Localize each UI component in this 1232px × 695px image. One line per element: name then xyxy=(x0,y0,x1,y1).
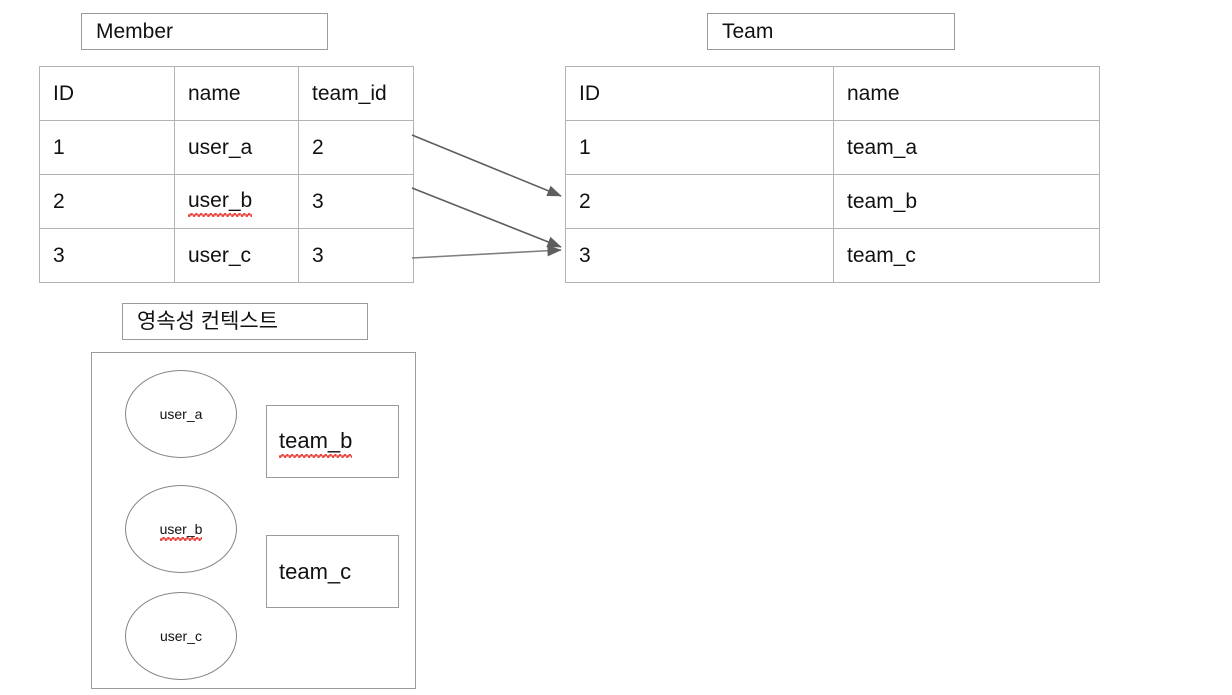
persistence-context-title-label: 영속성 컨텍스트 xyxy=(137,310,279,333)
entity-circle-user-c-label: user_c xyxy=(159,628,203,644)
team-row-3-id: 3 xyxy=(565,228,834,283)
entity-circle-user-b-label: user_b xyxy=(159,520,203,541)
table-row: 2 user_b 3 xyxy=(39,174,414,229)
member-row-1-name: user_a xyxy=(174,120,299,175)
member-row-2-name: user_b xyxy=(174,174,299,229)
member-row-3-id: 3 xyxy=(39,228,175,283)
relation-arrow-2 xyxy=(411,187,562,248)
member-title-label: Member xyxy=(96,20,174,43)
team-row-2-id: 2 xyxy=(565,174,834,229)
member-row-1-team-id: 2 xyxy=(298,120,414,175)
entity-circle-user-c: user_c xyxy=(125,592,237,680)
entity-box-team-b: team_b xyxy=(266,405,399,478)
entity-box-team-c: team_c xyxy=(266,535,399,608)
member-row-3-name: user_c xyxy=(174,228,299,283)
team-table-header-row: ID name xyxy=(565,66,1100,121)
member-header-team-id: team_id xyxy=(298,66,414,121)
member-header-name: name xyxy=(174,66,299,121)
entity-box-team-b-label: team_b xyxy=(279,428,353,458)
member-row-2-team-id: 3 xyxy=(298,174,414,229)
persistence-context-title-box: 영속성 컨텍스트 xyxy=(122,303,368,340)
relation-arrow-3 xyxy=(411,245,562,259)
table-row: 1 user_a 2 xyxy=(39,120,414,175)
table-row: 3 team_c xyxy=(565,228,1100,283)
entity-circle-user-a: user_a xyxy=(125,370,237,458)
member-row-2-name-text: user_b xyxy=(188,189,253,217)
member-table: ID name team_id 1 user_a 2 2 user_b 3 3 xyxy=(39,66,414,283)
entity-circle-user-b: user_b xyxy=(125,485,237,573)
team-row-1-id: 1 xyxy=(565,120,834,175)
team-row-3-name: team_c xyxy=(833,228,1100,283)
team-table: ID name 1 team_a 2 team_b 3 team_c xyxy=(565,66,1100,283)
team-header-id: ID xyxy=(565,66,834,121)
member-header-id: ID xyxy=(39,66,175,121)
member-row-3-name-text: user_c xyxy=(188,243,252,267)
member-table-header-row: ID name team_id xyxy=(39,66,414,121)
team-title-label: Team xyxy=(722,20,774,43)
entity-box-team-c-label: team_c xyxy=(279,558,352,584)
team-title-box: Team xyxy=(707,13,955,50)
team-row-1-name: team_a xyxy=(833,120,1100,175)
team-row-2-name: team_b xyxy=(833,174,1100,229)
member-row-1-id: 1 xyxy=(39,120,175,175)
member-title-box: Member xyxy=(81,13,328,50)
table-row: 1 team_a xyxy=(565,120,1100,175)
member-row-3-team-id: 3 xyxy=(298,228,414,283)
table-row: 2 team_b xyxy=(565,174,1100,229)
relation-arrow-1 xyxy=(411,134,562,197)
member-row-2-id: 2 xyxy=(39,174,175,229)
member-row-1-name-text: user_a xyxy=(188,135,253,159)
team-header-name: name xyxy=(833,66,1100,121)
entity-circle-user-a-label: user_a xyxy=(159,406,203,422)
table-row: 3 user_c 3 xyxy=(39,228,414,283)
